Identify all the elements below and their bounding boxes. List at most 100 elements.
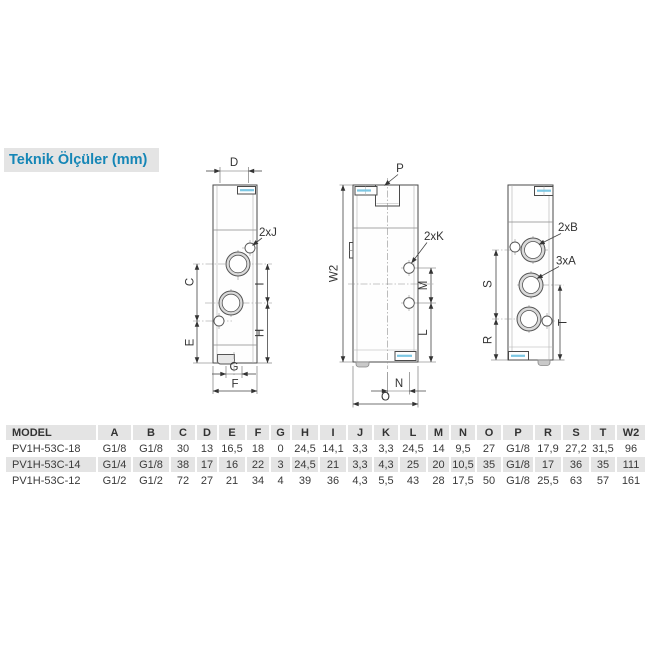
dim-value-cell: 17 (197, 457, 217, 472)
dim-label-w2: W2 (329, 265, 341, 282)
mounting-foot (217, 354, 235, 365)
col-header: D (197, 425, 217, 440)
dim-value-cell: 96 (624, 442, 638, 455)
dim-value-cell: 38 (171, 457, 195, 472)
dim-value-cell: G1/8 (506, 474, 530, 487)
col-header: T (591, 425, 615, 440)
dim-value-cell: 30 (176, 442, 190, 455)
dim-value-cell: 34 (251, 474, 265, 487)
col-header: F (247, 425, 269, 440)
drawing-left-side-view: D C E I H G F 2xJ (185, 157, 277, 394)
dim-value-cell: 25 (400, 457, 426, 472)
dim-value-cell: 39 (298, 474, 312, 487)
col-header: K (374, 425, 398, 440)
port-label-2xb: 2xB (558, 222, 578, 234)
dim-value-cell: G1/8 (102, 442, 127, 455)
dim-value-cell: 24,5 (402, 442, 424, 455)
dim-value-cell: 20 (428, 457, 449, 472)
dim-value-cell: 4 (277, 474, 284, 487)
dim-value-cell: 111 (617, 457, 645, 472)
port-label-2xj: 2xJ (259, 227, 277, 239)
mounting-foot (355, 361, 370, 368)
dim-value-cell: 4,3 (352, 474, 368, 487)
drawing-front-view: W2 P 2xK M L N O (329, 163, 444, 408)
col-header: H (292, 425, 318, 440)
section-title: Teknik Ölçüler (mm) (4, 148, 160, 172)
dim-value-cell: 3,3 (378, 442, 394, 455)
mounting-hole-circle (509, 241, 521, 253)
dim-value-cell: 35 (591, 457, 615, 472)
dim-value-cell: 16 (219, 457, 245, 472)
col-header: W2 (617, 425, 645, 440)
dim-label-o: O (381, 392, 390, 404)
col-header: R (535, 425, 561, 440)
dim-value-cell: 22 (247, 457, 269, 472)
col-header: P (503, 425, 533, 440)
dim-value-cell: 43 (406, 474, 420, 487)
dim-label-l: L (418, 329, 430, 336)
dim-value-cell: 36 (563, 457, 589, 472)
dim-value-cell: 14,1 (322, 442, 344, 455)
dim-value-cell: 27 (200, 474, 214, 487)
dim-label-c: C (185, 278, 197, 286)
dim-value-cell: 17,5 (452, 474, 474, 487)
mounting-tab-icon (394, 351, 417, 361)
col-header: E (219, 425, 245, 440)
model-cell: PV1H-53C-12 (12, 474, 81, 487)
mounting-tab-icon (237, 186, 256, 195)
dim-value-cell: 13 (200, 442, 214, 455)
port-label-3xa: 3xA (556, 256, 576, 268)
col-header: O (477, 425, 501, 440)
dim-value-cell: 27,2 (565, 442, 587, 455)
dim-value-cell: 72 (176, 474, 190, 487)
dim-value-cell: 24,5 (294, 442, 316, 455)
dim-label-n: N (395, 378, 403, 390)
mounting-tab-icon (354, 186, 378, 196)
dim-value-cell: G1/4 (98, 457, 131, 472)
dim-value-cell: 3 (271, 457, 290, 472)
dim-value-cell: 17 (535, 457, 561, 472)
port-label-p: P (396, 163, 404, 175)
dim-value-cell: 27 (482, 442, 496, 455)
dim-value-cell: 0 (277, 442, 284, 455)
col-header: I (320, 425, 346, 440)
dim-value-cell: 14 (432, 442, 445, 455)
dim-value-cell: 17,9 (537, 442, 559, 455)
col-header: B (133, 425, 169, 440)
dim-label-f: F (231, 379, 238, 391)
mounting-tab-icon (534, 186, 554, 196)
dim-value-cell: 4,3 (374, 457, 398, 472)
dim-value-cell: 28 (432, 474, 445, 487)
model-cell: PV1H-53C-18 (12, 442, 81, 455)
dim-value-cell: 57 (596, 474, 610, 487)
dim-value-cell: 3,3 (352, 442, 368, 455)
dim-value-cell: 63 (569, 474, 583, 487)
dim-value-cell: 36 (326, 474, 340, 487)
dim-value-cell: 9,5 (455, 442, 471, 455)
dim-label-m: M (418, 281, 430, 291)
dim-value-cell: 5,5 (378, 474, 394, 487)
col-header: G (271, 425, 290, 440)
col-header: J (348, 425, 372, 440)
dim-label-s: S (483, 280, 495, 288)
pilot-port-circle (213, 315, 225, 327)
dim-label-h: H (255, 329, 267, 337)
pilot-hole-circle (403, 297, 415, 309)
mounting-tab-icon (508, 351, 529, 361)
dim-value-cell: 16,5 (221, 442, 243, 455)
dim-value-cell: G1/8 (139, 442, 163, 455)
mounting-foot (537, 359, 551, 366)
dim-value-cell: G1/8 (503, 457, 533, 472)
drawing-right-side-view: 2xB 3xA S R T (483, 184, 578, 366)
col-header: S (563, 425, 589, 440)
dim-label-r: R (483, 336, 495, 344)
dim-value-cell: 25,5 (537, 474, 559, 487)
col-header: M (428, 425, 449, 440)
dim-label-g: G (230, 362, 239, 374)
dim-value-cell: 161 (621, 474, 641, 487)
